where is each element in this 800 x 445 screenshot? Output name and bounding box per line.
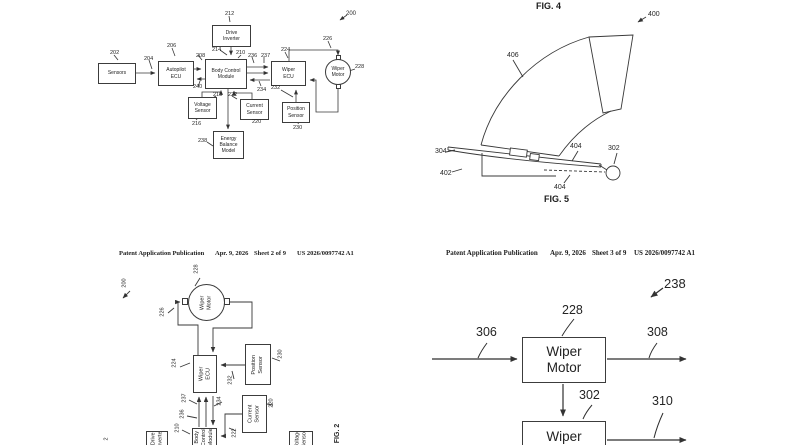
fig2-box-voltage-sensor: Voltage Sensor (188, 97, 217, 119)
sheet3-box-wiper-second-partial: Wiper (522, 421, 606, 445)
sheet2-ref-212-partial: 2 (103, 437, 110, 441)
ref-400: 400 (648, 11, 660, 18)
fig2-box-wiper-ecu: Wiper ECU (271, 61, 306, 86)
ref-404-upper: 404 (570, 143, 582, 150)
fig2-box-autopilot-ecu: Autopilot ECU (158, 61, 194, 86)
sheet3-ref-310: 310 (652, 394, 673, 408)
sheet3-ref-308: 308 (647, 325, 668, 339)
sheet2-inverter-label: Drive Inverter (150, 431, 163, 445)
sheet2-wiper-motor-label: Wiper Motor (199, 295, 213, 310)
ref-220: 220 (252, 119, 262, 125)
sheet2-ref-236: 236 (179, 409, 186, 419)
ref-202: 202 (110, 50, 120, 56)
fig2-wiper-motor-circle: Wiper Motor (325, 59, 351, 85)
sheet2-box-wiper-ecu: Wiper ECU (193, 355, 217, 393)
ref-208: 208 (196, 53, 206, 59)
sheet2-header-number: US 2026/0097742 A1 (297, 250, 354, 257)
sheet2-ref-234: 234 (216, 396, 223, 406)
sheet2-ref-222: 222 (231, 428, 238, 438)
fig2-box-energy-balance-model: Energy Balance Model (213, 131, 244, 159)
sheet2-fig2-caption-partial: FIG. 2 (334, 423, 342, 444)
sheet2-voltage-sensor-label: Voltage Sensor (294, 431, 307, 445)
sheet2-ref-210: 210 (174, 423, 181, 433)
sheet2-ref-224: 224 (171, 358, 178, 368)
ref-304: 304 (435, 148, 447, 155)
sheet2-header-sheet: Sheet 2 of 9 (254, 250, 286, 257)
ref-232: 232 (271, 85, 281, 91)
sheet2-ref-226: 226 (159, 307, 166, 317)
sheet3-ref-238: 238 (664, 276, 686, 291)
fig2-box-drive-inverter: Drive Inverter (212, 25, 251, 47)
ref-212: 212 (225, 11, 235, 17)
sheet2-ref-220: 220 (268, 398, 275, 408)
motor-terminal-left (182, 298, 188, 305)
sheet3-box-wiper-motor: Wiper Motor (522, 337, 606, 383)
sheet2-header-date: Apr. 9, 2026 (215, 250, 249, 257)
sheet2-wiper-motor-circle: Wiper Motor (188, 284, 225, 321)
sheet2-box-body-control-module-partial: Body Control Module (192, 428, 217, 445)
sheet2-header-publication: Patent Application Publication (119, 250, 205, 257)
fig2-box-position-sensor: Position Sensor (282, 102, 310, 123)
ref-206: 206 (167, 43, 177, 49)
ref-404-lower: 404 (554, 184, 566, 191)
sheet2-ref-200: 200 (121, 278, 128, 288)
sheet2-bcm-label: Body Control Module (194, 428, 214, 445)
sheet3-header-number: US 2026/0097742 A1 (634, 249, 696, 257)
sheet3-header-date: Apr. 9, 2026 (550, 249, 586, 257)
ref-236: 236 (248, 53, 258, 59)
sheet3-header-publication: Patent Application Publication (446, 249, 538, 257)
sheet2-box-voltage-sensor-partial: Voltage Sensor (289, 431, 313, 445)
ref-226: 226 (323, 36, 333, 42)
ref-222: 222 (228, 92, 238, 98)
fig2-box-body-control-module: Body Control Module (205, 59, 247, 89)
ref-210: 210 (236, 50, 246, 56)
sheet3-ref-302: 302 (579, 388, 600, 402)
sheet2-box-position-sensor: Position Sensor (245, 344, 271, 385)
ref-230: 230 (293, 125, 303, 131)
ref-238: 238 (198, 138, 208, 144)
sheet2-box-current-sensor: Current Sensor (242, 395, 267, 433)
sheet2-ref-237: 237 (181, 393, 188, 403)
sheet2-current-sensor-label: Current Sensor (247, 404, 261, 424)
fig4-caption: FIG. 4 (536, 1, 562, 11)
sheet3-ref-228: 228 (562, 303, 583, 317)
fig2-box-current-sensor: Current Sensor (240, 99, 269, 120)
sheet2-position-sensor-label: Position Sensor (251, 354, 264, 375)
ref-224: 224 (281, 47, 291, 53)
ref-216: 216 (192, 121, 202, 127)
sheet2-box-drive-inverter-partial: Drive Inverter (146, 431, 168, 445)
fig5-caption: FIG. 5 (544, 194, 570, 204)
sheet2-wiper-ecu-label: Wiper ECU (198, 366, 211, 382)
sheet3-header-sheet: Sheet 3 of 9 (592, 249, 627, 257)
ref-228: 228 (355, 64, 365, 70)
ref-200: 200 (346, 11, 357, 17)
sheet2-ref-230: 230 (277, 349, 284, 359)
ref-204: 204 (144, 56, 154, 62)
ref-240: 240 (193, 84, 203, 90)
sheet2-ref-232: 232 (227, 375, 234, 385)
ref-218: 218 (213, 92, 223, 98)
sheet2-ref-228: 228 (193, 264, 200, 274)
ref-237: 237 (261, 53, 271, 59)
ref-406: 406 (507, 52, 519, 59)
sheet3-ref-306: 306 (476, 325, 497, 339)
ref-214: 214 (212, 47, 222, 53)
ref-302-fig5: 302 (608, 145, 620, 152)
ref-234: 234 (257, 87, 267, 93)
ref-402: 402 (440, 170, 452, 177)
fig2-box-sensors: Sensors (98, 63, 136, 84)
